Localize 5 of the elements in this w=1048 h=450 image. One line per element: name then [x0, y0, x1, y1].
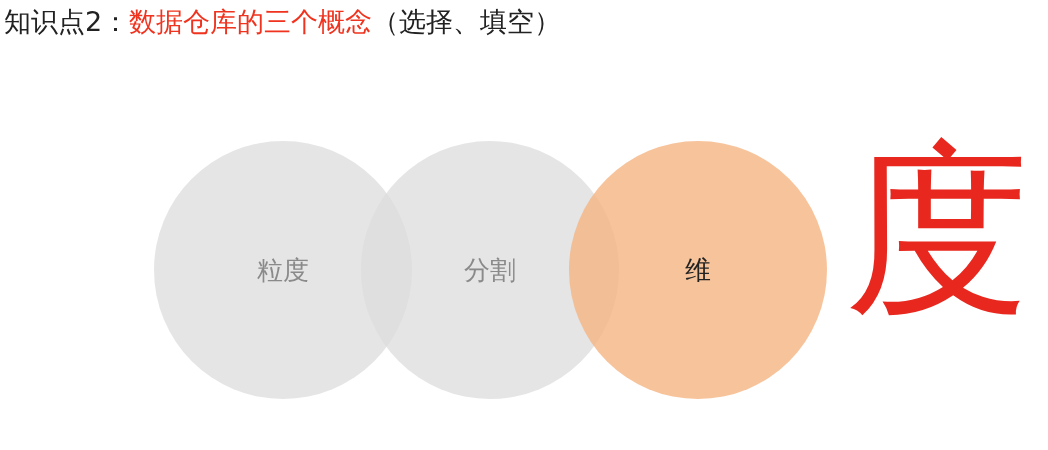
page-title: 知识点2：数据仓库的三个概念（选择、填空） — [4, 5, 562, 39]
concept-label: 维 — [685, 253, 711, 287]
concept-label: 分割 — [464, 253, 516, 287]
concept-label: 粒度 — [257, 253, 309, 287]
handwritten-note: 度 — [845, 121, 1031, 340]
